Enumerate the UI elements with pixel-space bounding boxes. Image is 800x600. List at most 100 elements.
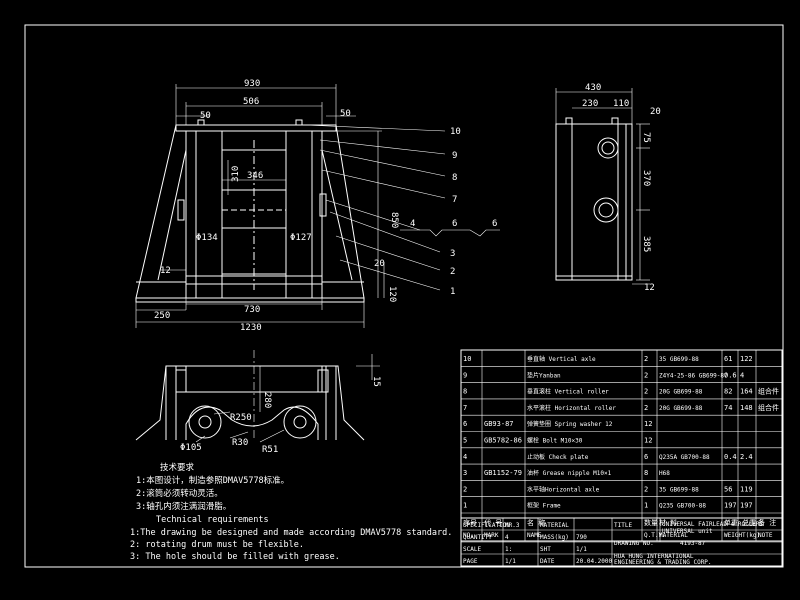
parts-cell-qty: 1	[644, 502, 648, 510]
technical-notes: 技术要求 1:本图设计，制造参照DMAV5778标准。 2:滚筒必须转动灵活。 …	[130, 462, 452, 562]
balloon-1: 1	[450, 287, 455, 297]
parts-cell-code: GB5782-86	[484, 437, 522, 445]
side-view	[555, 117, 633, 281]
side-dim-foot12: 12	[644, 283, 655, 293]
parts-cell-mat: 35 GB699-88	[659, 486, 699, 493]
top-dim-labels: 280 R250 R30 R51 Φ105 15	[180, 376, 381, 455]
parts-cell-w2: 119	[740, 485, 753, 493]
dim-left-offset: 50	[200, 111, 211, 121]
notes-cn-line-2: 2:滚筒必须转动灵活。	[136, 488, 223, 499]
front-view	[135, 119, 365, 303]
parts-cell-code: GB93-87	[484, 420, 514, 428]
title-page-val: 1/1	[505, 558, 516, 565]
dim-right-hole: Φ127	[290, 233, 312, 243]
parts-header-qty_en: Q.T.Y.	[644, 532, 666, 539]
title-mass-val: 790	[576, 534, 587, 541]
balloon-7: 7	[452, 195, 457, 205]
parts-cell-no: 8	[463, 388, 467, 396]
side-dim-h385: 385	[641, 236, 651, 252]
parts-header-mat_cn: 材 料	[659, 518, 677, 527]
side-dim-h370: 370	[641, 170, 651, 186]
title-quantity-val: 4	[505, 534, 509, 541]
parts-cell-w1: 0.4	[724, 453, 737, 461]
top-dim-r30: R30	[232, 438, 248, 448]
parts-cell-no: 1	[463, 502, 467, 510]
top-outline	[135, 365, 365, 441]
parts-cell-no: 3	[463, 469, 467, 477]
title-quantity: QUANTITY	[463, 534, 492, 541]
title-scale: SCALE	[463, 546, 481, 553]
parts-cell-w1: 197	[724, 502, 737, 510]
balloon-10: 10	[450, 127, 461, 137]
parts-cell-name: 水平滚柱 Horizontal roller	[527, 404, 616, 412]
parts-cell-w1: 56	[724, 485, 732, 493]
front-top-plate	[175, 124, 337, 132]
title-specification: SPECIFICATION	[463, 522, 510, 529]
balloon-4: 4	[410, 219, 415, 229]
notes-en-line-2: 2: rotating drum must be flexible.	[130, 540, 304, 550]
parts-cell-w1: 61	[724, 355, 732, 363]
parts-cell-w2: 2.4	[740, 453, 753, 461]
parts-header-note_cn: 备 注	[758, 518, 776, 527]
balloon-3: 3	[450, 249, 455, 259]
parts-cell-mat: 20G GB699-88	[659, 389, 703, 396]
parts-header-name_en: NAME	[527, 532, 542, 539]
parts-header-qty_cn: 数量	[644, 518, 658, 527]
parts-cell-name: 止动板 Check plate	[527, 453, 589, 461]
front-right-column	[285, 130, 323, 299]
notes-en-line-1: 1:The drawing be designed and made accor…	[130, 528, 452, 538]
parts-cell-qty: 2	[644, 371, 648, 379]
parts-header-note_en: NOTE	[758, 532, 773, 539]
dim-right-offset: 50	[340, 109, 351, 119]
front-left-column	[185, 130, 223, 299]
parts-header-no_cn: 序号	[463, 518, 477, 527]
balloon-8: 8	[452, 173, 457, 183]
notes-cn-line-3: 3:轴孔内须注满润滑脂。	[136, 501, 231, 512]
dim-base-inner: 730	[244, 305, 260, 315]
top-dim-r250: R250	[230, 413, 252, 423]
balloon-6: 6	[452, 219, 457, 229]
title-material: MATERIAL	[540, 522, 569, 529]
dim-step-120: 120	[387, 286, 397, 302]
title-mass: MASS(kg)	[540, 534, 569, 541]
parts-cell-w1: 82	[724, 388, 732, 396]
balloon-6b: 6	[492, 219, 497, 229]
top-dim-s15: 15	[371, 376, 381, 387]
balloon-9: 9	[452, 151, 457, 161]
title-sht: SHT	[540, 546, 551, 553]
dim-step-20: 20	[374, 259, 385, 269]
dim-left-ext: 250	[154, 311, 170, 321]
parts-cell-w2: 197	[740, 502, 753, 510]
title-date: DATE	[540, 558, 555, 565]
parts-cell-name: 螺栓 Bolt M10×30	[527, 437, 583, 445]
dim-inner-width: 506	[243, 97, 259, 107]
dim-mid-width: 346	[247, 171, 263, 181]
title-drawing-no: DRAWING NO.	[614, 540, 654, 547]
title-company: HUA HUNG INTERNATIONAL	[614, 553, 694, 560]
sheet-border	[24, 24, 784, 568]
parts-cell-name: 垂直轴 Vertical axle	[527, 355, 596, 363]
parts-cell-qty: 12	[644, 437, 652, 445]
dim-total-height: 850	[389, 212, 399, 228]
top-left-roller	[188, 405, 222, 439]
dim-foot-thk: 12	[160, 266, 171, 276]
top-dim-d105: Φ105	[180, 443, 202, 453]
parts-cell-no: 5	[463, 437, 467, 445]
parts-cell-name: 水平轴Horizontal axle	[527, 485, 600, 493]
top-dim-r51: R51	[262, 445, 278, 455]
parts-header-wt_en: WEIGHT(kg)	[724, 532, 760, 539]
parts-cell-mat: 20G GB699-88	[659, 405, 703, 412]
parts-cell-w1: 74	[724, 404, 732, 412]
parts-cell-no: 10	[463, 355, 471, 363]
title-date-val: 20.04.2000	[576, 558, 613, 565]
title-scale-val: 1:	[505, 546, 512, 553]
side-dim-labels: 430 230 110 20 75 370 385 12	[582, 83, 661, 293]
notes-en-line-3: 3: The hole should be filled with grease…	[130, 552, 340, 562]
side-outline	[555, 123, 633, 277]
parts-cell-qty: 2	[644, 355, 648, 363]
side-dim-110: 110	[613, 99, 629, 109]
notes-cn-title: 技术要求	[160, 462, 195, 473]
title-title: TITLE	[614, 522, 632, 529]
